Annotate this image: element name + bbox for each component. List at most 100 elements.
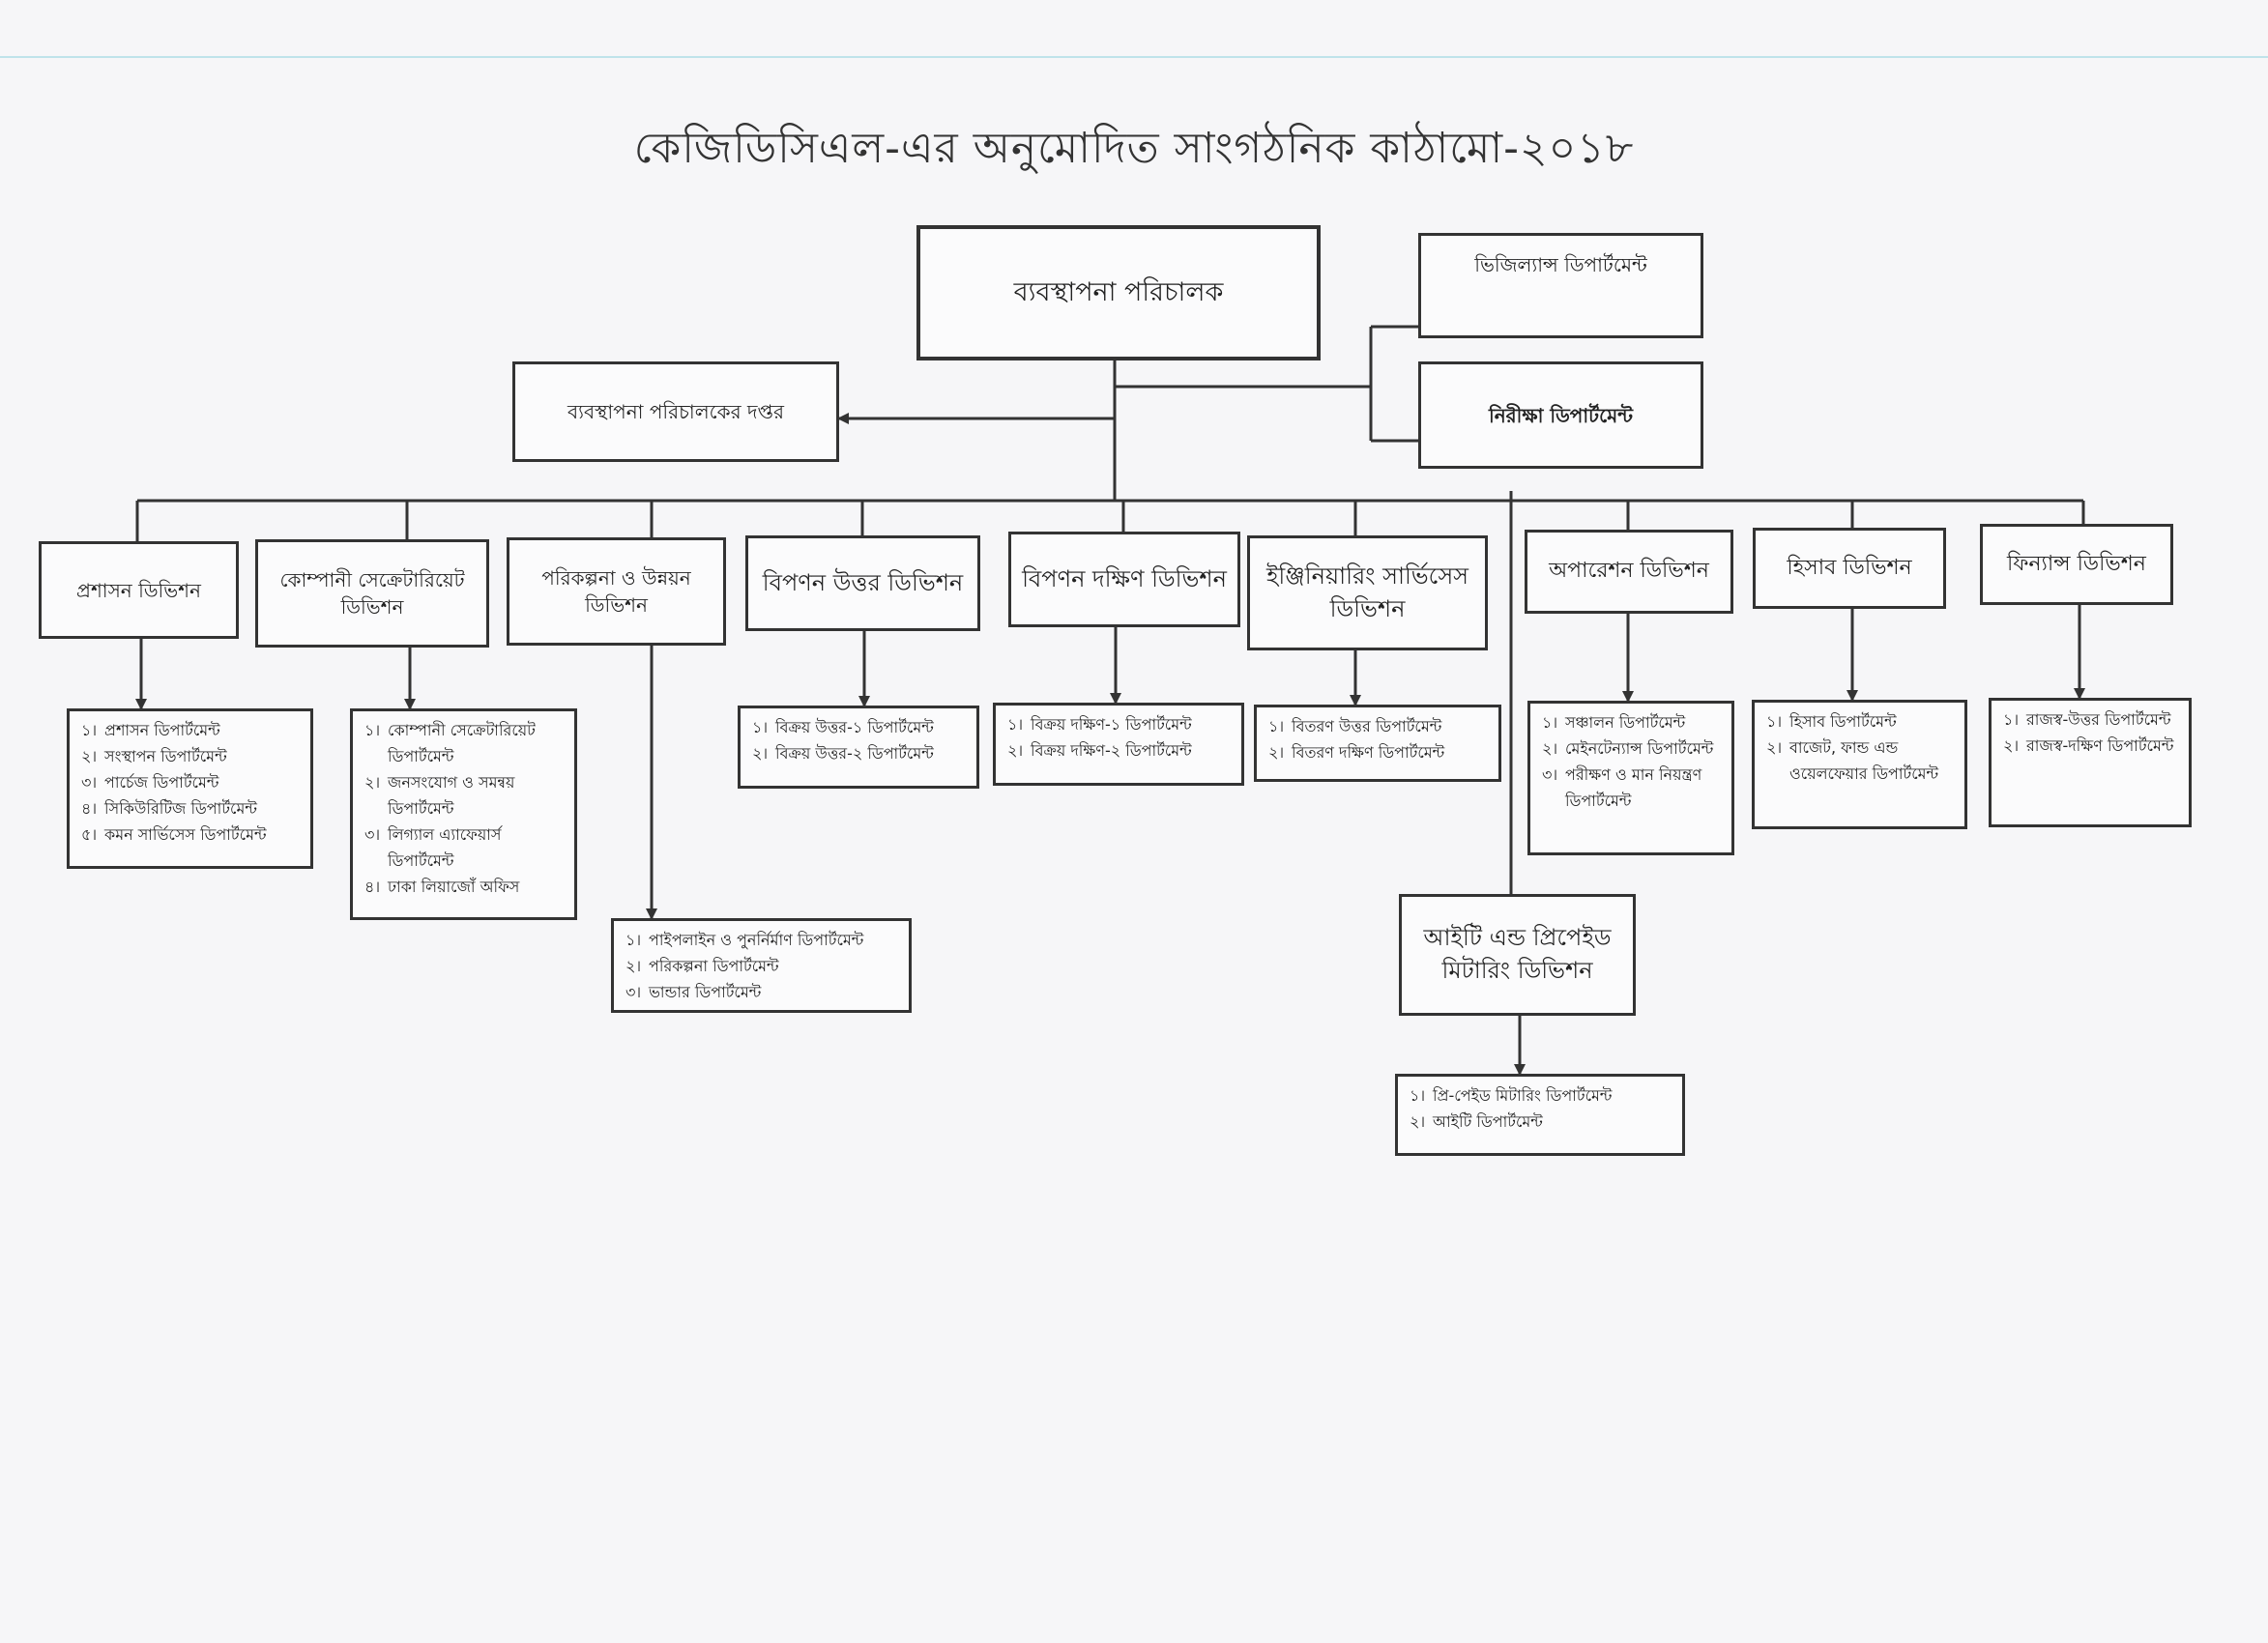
item-text: পরিকল্পনা ডিপার্টমেন্ট bbox=[649, 957, 779, 975]
item-number: ২। bbox=[625, 957, 642, 975]
item-text: পরীক্ষণ ও মান নিয়ন্ত্রণ ডিপার্টমেন্ট bbox=[1565, 765, 1702, 810]
item-number: ২। bbox=[1007, 741, 1024, 760]
division-label: পরিকল্পনা ও উন্নয়ন ডিভিশন bbox=[541, 566, 691, 617]
division-box: হিসাব ডিভিশন bbox=[1753, 528, 1946, 609]
division-box: বিপণন দক্ষিণ ডিভিশন bbox=[1008, 532, 1240, 627]
item-text: রাজস্ব-উত্তর ডিপার্টমেন্ট bbox=[2026, 710, 2171, 729]
item-number: ২। bbox=[364, 773, 381, 792]
item-text: বিতরণ উত্তর ডিপার্টমেন্ট bbox=[1292, 717, 1442, 735]
list-item: ১। সঞ্চালন ডিপার্টমেন্ট bbox=[1542, 709, 1720, 735]
item-text: লিগ্যাল এ্যাফেয়ার্স ডিপার্টমেন্ট bbox=[388, 825, 502, 870]
audit-department-box: নিরীক্ষা ডিপার্টমেন্ট bbox=[1418, 361, 1703, 469]
item-text: সঞ্চালন ডিপার্টমেন্ট bbox=[1565, 713, 1686, 732]
item-text: ঢাকা লিয়াজোঁ অফিস bbox=[388, 878, 520, 896]
department-list: ১। বিক্রয় উত্তর-১ ডিপার্টমেন্ট ২।বিক্রয়… bbox=[738, 706, 979, 789]
list-item: ৩। পরীক্ষণ ও মান নিয়ন্ত্রণ ডিপার্টমেন্ট bbox=[1542, 762, 1720, 814]
item-number: ২। bbox=[2003, 736, 2020, 755]
chart-title: কেজিডিসিএল-এর অনুমোদিত সাংগঠনিক কাঠামো-২… bbox=[633, 124, 1635, 173]
list-item: ১। প্রি-পেইড মিটারিং ডিপার্টমেন্ট bbox=[1410, 1082, 1671, 1109]
department-list: ১। বিতরণ উত্তর ডিপার্টমেন্ট ২। বিতরণ দক্ষি… bbox=[1254, 705, 1501, 782]
audit-department-label: নিরীক্ষা ডিপার্টমেন্ট bbox=[1489, 403, 1633, 427]
division-label: অপারেশন ডিভিশন bbox=[1549, 559, 1709, 584]
item-number: ১। bbox=[81, 721, 98, 739]
department-list: ১। সঞ্চালন ডিপার্টমেন্ট ২।মেইনটেন্যান্স ড… bbox=[1527, 701, 1734, 855]
division-box: আইটি এন্ড প্রিপেইড মিটারিং ডিভিশন bbox=[1399, 894, 1636, 1016]
item-text: বিতরণ দক্ষিণ ডিপার্টমেন্ট bbox=[1292, 743, 1445, 762]
list-item: ৩।লিগ্যাল এ্যাফেয়ার্স ডিপার্টমেন্ট bbox=[364, 822, 563, 874]
item-number: ১। bbox=[2003, 710, 2020, 729]
list-item: ২। আইটি ডিপার্টমেন্ট bbox=[1410, 1109, 1671, 1135]
item-number: ২। bbox=[1766, 738, 1783, 757]
top-rule bbox=[0, 56, 2268, 58]
division-label: বিপণন উত্তর ডিভিশন bbox=[762, 568, 964, 596]
item-number: ১। bbox=[1268, 717, 1285, 735]
list-item: ১।কোম্পানী সেক্রেটারিয়েট ডিপার্টমেন্ট bbox=[364, 717, 563, 769]
item-number: ৩। bbox=[81, 773, 98, 792]
item-text: পাইপলাইন ও পুনর্নির্মাণ ডিপার্টমেন্ট bbox=[649, 931, 864, 949]
list-item: ২। রাজস্ব-দক্ষিণ ডিপার্টমেন্ট bbox=[2003, 733, 2177, 759]
item-number: ৩। bbox=[1542, 765, 1558, 784]
item-text: বিক্রয় দক্ষিণ-১ ডিপার্টমেন্ট bbox=[1031, 715, 1192, 734]
list-item: ২।বিক্রয় উত্তর-২ ডিপার্টমেন্ট bbox=[752, 740, 965, 766]
item-text: জনসংযোগ ও সমন্বয় ডিপার্টমেন্ট bbox=[388, 773, 515, 818]
item-number: ২। bbox=[1410, 1112, 1426, 1131]
division-label: প্রশাসন ডিভিশন bbox=[76, 578, 201, 602]
item-text: সিকিউরিটিজ ডিপার্টমেন্ট bbox=[104, 799, 257, 818]
division-label: আইটি এন্ড প্রিপেইড মিটারিং ডিভিশন bbox=[1423, 924, 1612, 984]
item-number: ১। bbox=[364, 721, 381, 739]
list-item: ২। সংস্থাপন ডিপার্টমেন্ট bbox=[81, 743, 299, 769]
item-number: ১। bbox=[1410, 1086, 1426, 1105]
item-number: ২। bbox=[1542, 739, 1558, 758]
item-number: ২। bbox=[752, 744, 769, 763]
list-item: ২। বিতরণ দক্ষিণ ডিপার্টমেন্ট bbox=[1268, 739, 1487, 765]
item-text: সংস্থাপন ডিপার্টমেন্ট bbox=[104, 747, 227, 765]
item-number: ৪। bbox=[364, 878, 381, 896]
division-box: ইঞ্জিনিয়ারিং সার্ভিসেস ডিভিশন bbox=[1247, 535, 1488, 650]
list-item: ৪। সিকিউরিটিজ ডিপার্টমেন্ট bbox=[81, 795, 299, 822]
item-number: ১। bbox=[752, 718, 769, 736]
department-list: ১। প্রশাসন ডিপার্টমেন্ট ২। সংস্থাপন ডিপার্… bbox=[67, 708, 313, 869]
list-item: ২। পরিকল্পনা ডিপার্টমেন্ট bbox=[625, 953, 897, 979]
list-item: ৩।ভান্ডার ডিপার্টমেন্ট bbox=[625, 979, 897, 1005]
item-text: আইটি ডিপার্টমেন্ট bbox=[1433, 1112, 1543, 1131]
item-text: বিক্রয় দক্ষিণ-২ ডিপার্টমেন্ট bbox=[1031, 741, 1192, 760]
list-item: ২। বিক্রয় দক্ষিণ-২ ডিপার্টমেন্ট bbox=[1007, 737, 1230, 764]
item-number: ৪। bbox=[81, 799, 98, 818]
list-item: ৩। পার্চেজ ডিপার্টমেন্ট bbox=[81, 769, 299, 795]
department-list: ১।কোম্পানী সেক্রেটারিয়েট ডিপার্টমেন্ট ২… bbox=[350, 708, 577, 920]
division-box: পরিকল্পনা ও উন্নয়ন ডিভিশন bbox=[507, 537, 726, 646]
managing-director-label: ব্যবস্থাপনা পরিচালক bbox=[1013, 277, 1224, 308]
managing-director-box: ব্যবস্থাপনা পরিচালক bbox=[916, 225, 1321, 360]
department-list: ১। পাইপলাইন ও পুনর্নির্মাণ ডিপার্টমেন্ট ২… bbox=[611, 918, 912, 1013]
item-number: ১। bbox=[1542, 713, 1558, 732]
list-item: ১। রাজস্ব-উত্তর ডিপার্টমেন্ট bbox=[2003, 706, 2177, 733]
item-number: ২। bbox=[1268, 743, 1285, 762]
item-number: ১। bbox=[1766, 712, 1783, 731]
list-item: ৫।কমন সার্ভিসেস ডিপার্টমেন্ট bbox=[81, 822, 299, 848]
item-text: বাজেট, ফান্ড এন্ড ওয়েলফেয়ার ডিপার্টমেন… bbox=[1789, 738, 1939, 783]
vigilance-department-box: ভিজিল্যান্স ডিপার্টমেন্ট bbox=[1418, 233, 1703, 338]
item-text: ভান্ডার ডিপার্টমেন্ট bbox=[649, 983, 762, 1001]
division-box: অপারেশন ডিভিশন bbox=[1525, 530, 1733, 614]
list-item: ১। প্রশাসন ডিপার্টমেন্ট bbox=[81, 717, 299, 743]
item-text: কমন সার্ভিসেস ডিপার্টমেন্ট bbox=[104, 825, 267, 844]
division-label: হিসাব ডিভিশন bbox=[1787, 555, 1912, 580]
division-box: কোম্পানী সেক্রেটারিয়েট ডিভিশন bbox=[255, 539, 489, 648]
division-label: বিপণন দক্ষিণ ডিভিশন bbox=[1022, 564, 1227, 592]
item-text: প্রশাসন ডিপার্টমেন্ট bbox=[104, 721, 220, 739]
item-number: ২। bbox=[81, 747, 98, 765]
md-office-label: ব্যবস্থাপনা পরিচালকের দপ্তর bbox=[567, 400, 784, 423]
item-text: বিক্রয় উত্তর-১ ডিপার্টমেন্ট bbox=[775, 718, 934, 736]
department-list: ১।বিক্রয় দক্ষিণ-১ ডিপার্টমেন্ট ২।বিক্রয… bbox=[993, 703, 1244, 786]
division-label: ইঞ্জিনিয়ারিং সার্ভিসেস ডিভিশন bbox=[1265, 562, 1469, 622]
item-text: রাজস্ব-দক্ষিণ ডিপার্টমেন্ট bbox=[2026, 736, 2174, 755]
division-box: প্রশাসন ডিভিশন bbox=[39, 541, 239, 639]
division-label: ফিন্যান্স ডিভিশন bbox=[2007, 551, 2146, 576]
item-text: প্রি-পেইড মিটারিং ডিপার্টমেন্ট bbox=[1433, 1086, 1613, 1105]
list-item: ২।মেইনটেন্যান্স ডিপার্টমেন্ট bbox=[1542, 735, 1720, 762]
item-number: ১। bbox=[625, 931, 642, 949]
vigilance-department-label: ভিজিল্যান্স ডিপার্টমেন্ট bbox=[1474, 253, 1647, 276]
list-item: ১। পাইপলাইন ও পুনর্নির্মাণ ডিপার্টমেন্ট bbox=[625, 927, 897, 953]
item-text: পার্চেজ ডিপার্টমেন্ট bbox=[104, 773, 219, 792]
